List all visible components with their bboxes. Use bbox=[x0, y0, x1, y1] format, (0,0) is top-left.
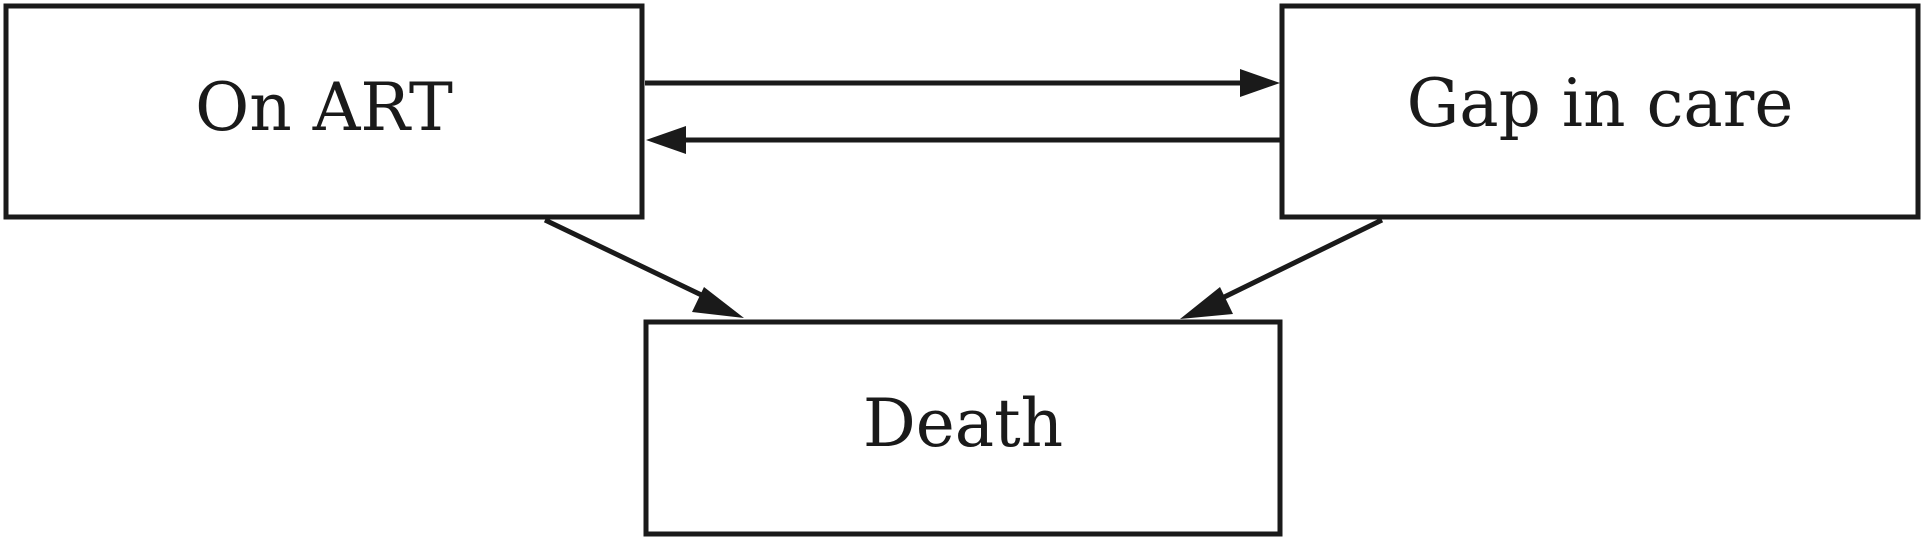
edge-on-art-to-death-arrowhead bbox=[692, 287, 744, 318]
node-on-art-box bbox=[3, 3, 645, 220]
edge-gap-in-care-to-on-art bbox=[646, 126, 1282, 154]
node-death-label: Death bbox=[863, 385, 1063, 462]
node-on-art: On ART bbox=[3, 3, 645, 220]
edge-gap-in-care-to-on-art-arrowhead bbox=[646, 126, 686, 154]
node-death-box bbox=[643, 319, 1283, 537]
node-gap-in-care: Gap in care bbox=[1279, 3, 1921, 220]
edge-gap-in-care-to-death bbox=[1180, 217, 1384, 319]
edge-on-art-to-gap-in-care bbox=[645, 69, 1280, 97]
node-on-art-label: On ART bbox=[195, 69, 453, 146]
edge-on-art-to-death bbox=[543, 217, 744, 318]
edge-on-art-to-gap-in-care-arrowhead bbox=[1240, 69, 1280, 97]
edge-gap-in-care-to-death-arrowhead bbox=[1180, 287, 1233, 319]
edge-gap-in-care-to-death-line bbox=[1208, 217, 1384, 307]
node-death: Death bbox=[643, 319, 1283, 537]
edge-on-art-to-death-line bbox=[543, 217, 718, 305]
node-gap-in-care-label: Gap in care bbox=[1407, 65, 1794, 142]
node-gap-in-care-box bbox=[1279, 3, 1921, 220]
